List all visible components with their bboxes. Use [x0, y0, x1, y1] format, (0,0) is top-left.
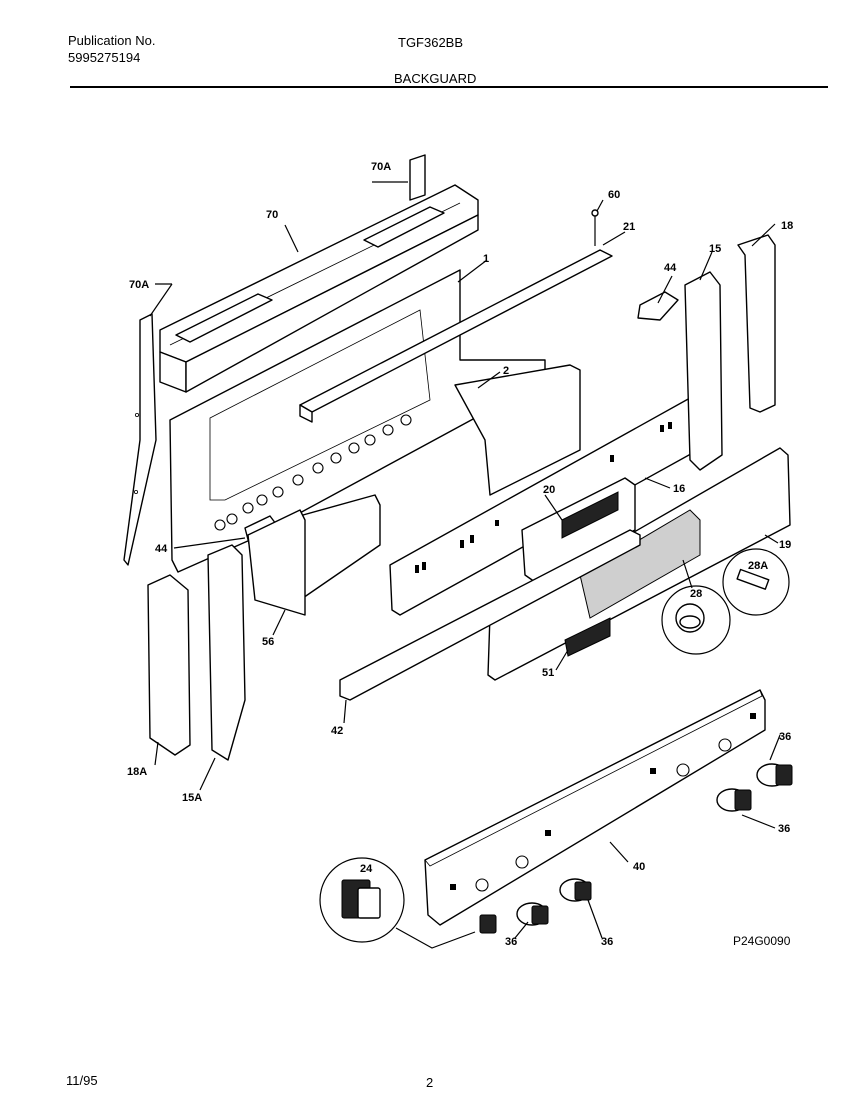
footer-date: 11/95 — [66, 1073, 98, 1088]
callout-36-c: 36 — [505, 936, 517, 948]
callout-36-b: 36 — [778, 823, 790, 835]
callout-15: 15 — [709, 243, 721, 255]
callout-56: 56 — [262, 636, 274, 648]
callout-44-left: 44 — [155, 543, 168, 555]
callout-40: 40 — [633, 861, 645, 873]
part-70A-side-trim — [123, 313, 157, 566]
callout-28A: 28A — [748, 560, 768, 572]
callout-70A-top: 70A — [371, 161, 391, 173]
part-44-bracket-right — [637, 291, 679, 321]
callout-42: 42 — [331, 725, 343, 737]
part-36-knob-2 — [559, 878, 592, 902]
callout-60: 60 — [608, 189, 620, 201]
part-36-knob-3 — [716, 788, 752, 812]
part-28-knob-detail — [661, 585, 731, 655]
callout-16: 16 — [673, 483, 685, 495]
part-60-screw — [591, 209, 599, 246]
part-56-left-panel — [247, 509, 306, 616]
callout-28: 28 — [690, 588, 702, 600]
part-15A-left-bracket — [207, 544, 246, 761]
callout-36-a: 36 — [779, 731, 791, 743]
part-36-knob-1 — [516, 902, 549, 926]
callout-24: 24 — [360, 863, 373, 875]
callout-18: 18 — [781, 220, 793, 232]
part-36-knob-4 — [756, 763, 793, 787]
page-number: 2 — [426, 1075, 434, 1090]
leader-lines — [149, 181, 781, 939]
callout-2: 2 — [503, 365, 509, 377]
callout-1: 1 — [483, 253, 489, 265]
drawing-id: P24G0090 — [733, 934, 791, 948]
callout-70: 70 — [266, 209, 278, 221]
callout-labels: 70A 70 60 21 18 15 44 1 70A 2 20 16 19 2… — [127, 161, 793, 948]
callout-51: 51 — [542, 667, 554, 679]
callout-36-d: 36 — [601, 936, 613, 948]
model-number: TGF362BB — [398, 35, 464, 50]
callout-19: 19 — [779, 539, 791, 551]
publication-label: Publication No. — [68, 33, 156, 48]
part-2-mounting-panel — [284, 364, 581, 601]
part-24-switch-detail — [319, 857, 497, 949]
part-15-right-bracket — [684, 271, 723, 471]
part-42-lower-trim — [339, 529, 641, 701]
callout-44-right: 44 — [664, 262, 677, 274]
callout-21: 21 — [623, 221, 635, 233]
part-28A-stem-detail — [722, 548, 790, 616]
part-18A-left-endcap — [147, 574, 191, 756]
part-70A-trim-strip — [409, 154, 426, 201]
part-20-clock-control — [521, 477, 636, 583]
part-18-right-endcap — [737, 234, 776, 413]
part-21-top-rail — [299, 249, 613, 423]
callout-18A: 18A — [127, 766, 147, 778]
publication-number: 5995275194 — [68, 50, 141, 65]
callout-15A: 15A — [182, 792, 202, 804]
header-rule — [70, 86, 828, 88]
callout-70A-side: 70A — [129, 279, 149, 291]
part-40-manifold-panel — [424, 689, 766, 926]
part-70-top-trim — [159, 184, 479, 393]
callout-20: 20 — [543, 484, 555, 496]
part-19-front-panel — [487, 447, 791, 681]
section-title: BACKGUARD — [394, 71, 477, 86]
